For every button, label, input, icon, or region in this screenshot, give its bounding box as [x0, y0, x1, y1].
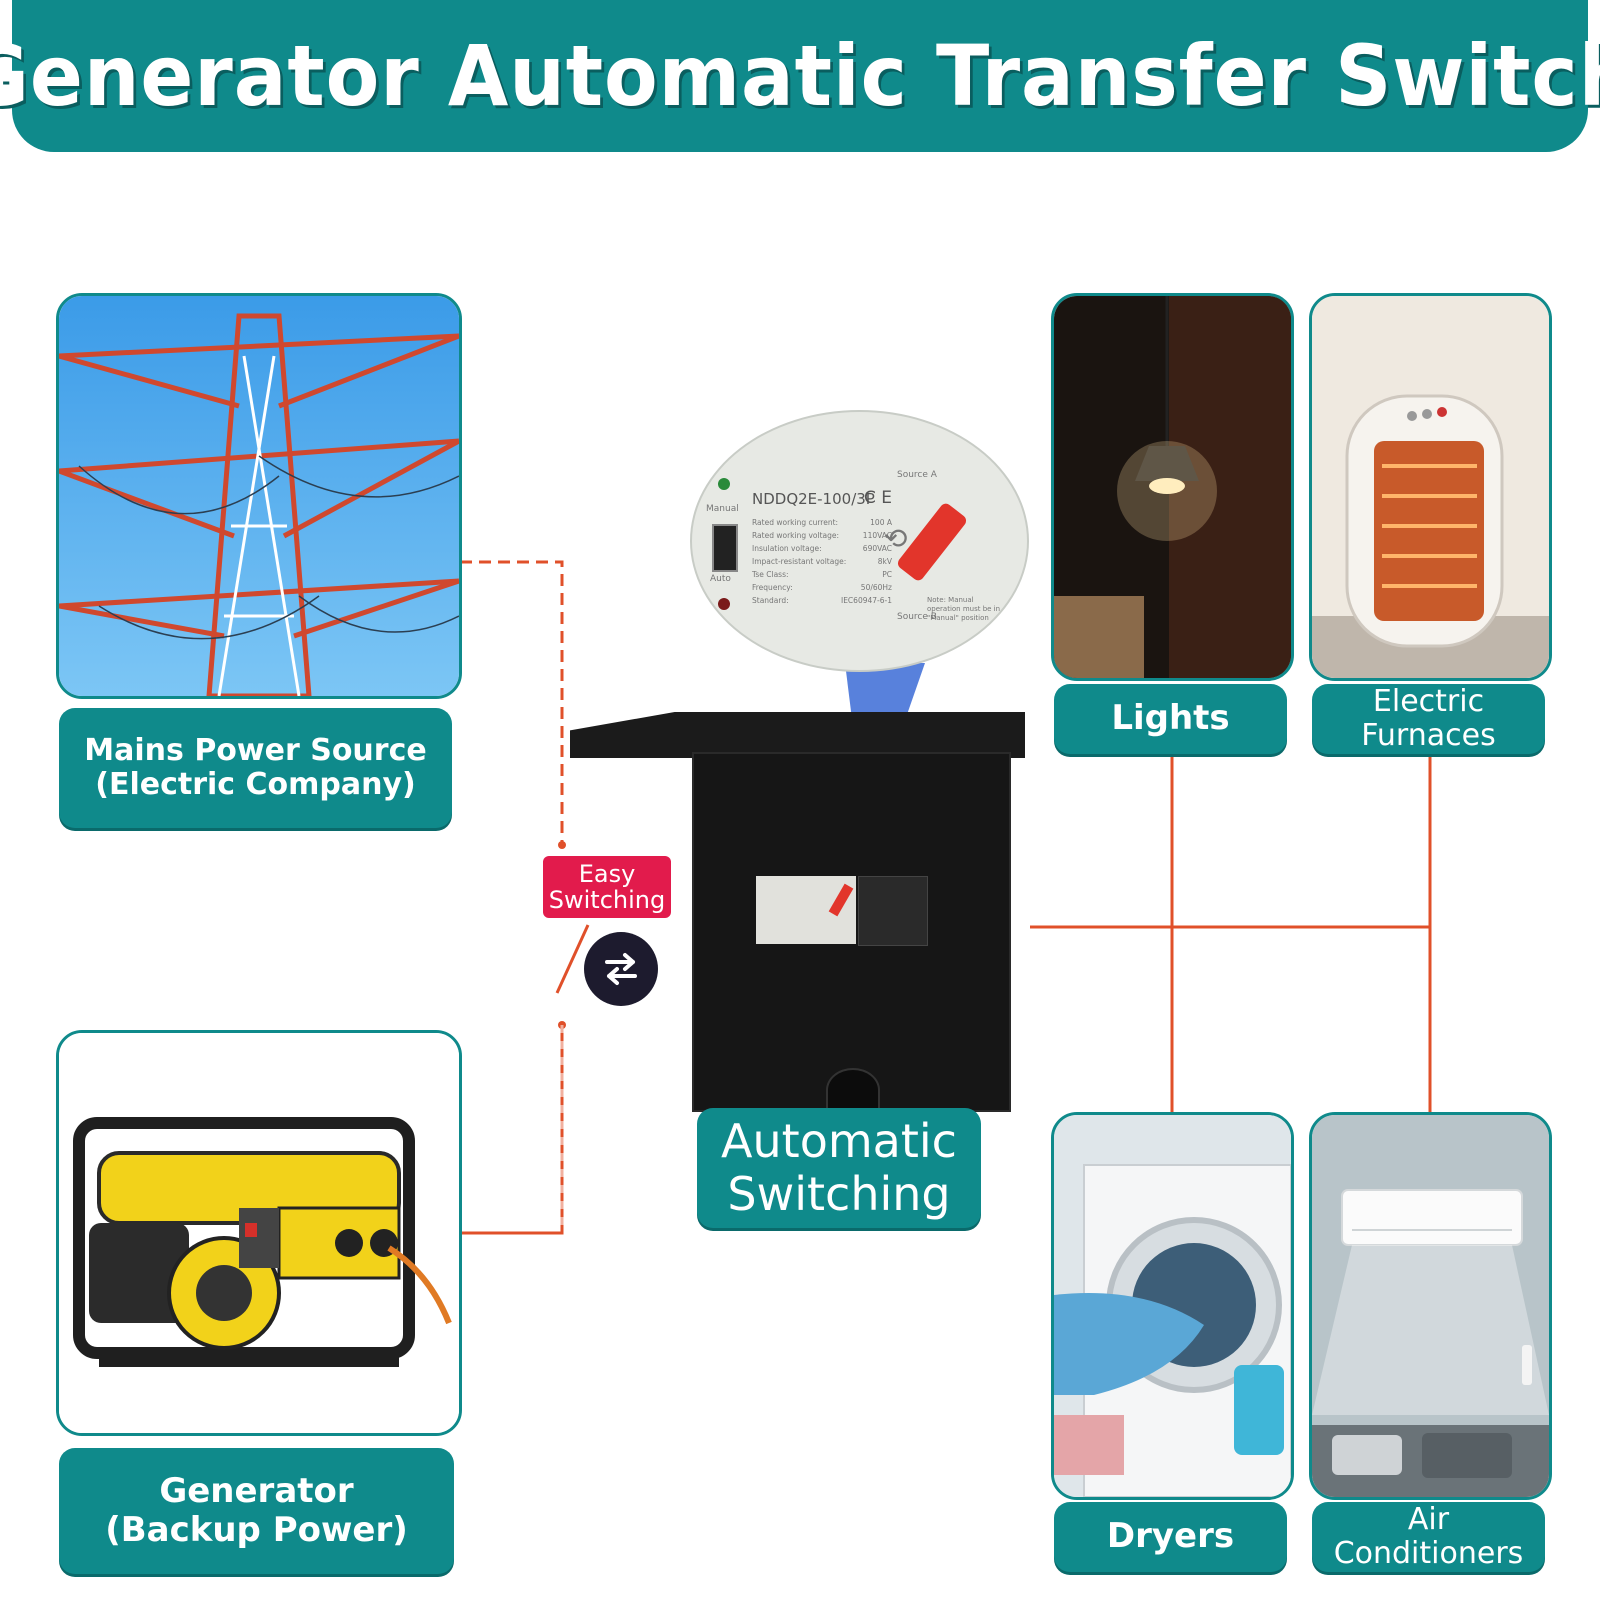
automatic-switching-label: Automatic Switching [697, 1108, 981, 1228]
center-label-line2: Switching [727, 1167, 951, 1221]
load-label-lights-text: Lights [1111, 698, 1230, 739]
cable-knockout [826, 1068, 880, 1112]
electric-furnace-photo [1309, 293, 1552, 681]
generator-label-line2: (Backup Power) [105, 1510, 408, 1550]
zoom-rotate-arrows-icon: ⟲ [884, 522, 908, 555]
easy-badge-line1: Easy [578, 859, 636, 888]
air-conditioner-image [1312, 1115, 1549, 1497]
title-banner: Generator Automatic Transfer Switch [0, 0, 1600, 152]
load-label-ac-line1: Air [1407, 1501, 1450, 1537]
switch-lever [555, 924, 590, 994]
center-label-line1: Automatic [721, 1114, 957, 1169]
load-label-lights: Lights [1054, 684, 1287, 754]
load-label-ac-line2: Conditioners [1333, 1536, 1524, 1571]
air-conditioner-photo [1309, 1112, 1552, 1500]
easy-switching-badge: Easy Switching [543, 856, 671, 918]
mains-label-line2: (Electric Company) [95, 767, 416, 802]
easy-badge-line2: Switching [548, 886, 666, 914]
spec-row: Rated working voltage:110VAC [752, 531, 892, 540]
spec-row: Insulation voltage:690VAC [752, 544, 892, 553]
mains-wire [460, 560, 564, 845]
load-label-dryers: Dryers [1054, 1502, 1287, 1572]
spec-row: Tse Class:PC [752, 570, 892, 579]
mains-label-line1: Mains Power Source [84, 732, 427, 768]
zoom-manual-label: Manual [706, 504, 739, 514]
mains-contact [558, 841, 566, 849]
breaker-module [756, 876, 856, 944]
spec-row: Rated working current:100 A [752, 518, 892, 527]
zoom-specs: Rated working current:100 A Rated workin… [752, 516, 892, 607]
generator-label: Generator (Backup Power) [59, 1448, 454, 1574]
spec-row: Standard:IEC60947-6-1 [752, 596, 892, 605]
zoom-ce-mark: C E [864, 488, 893, 508]
generator-label-line1: Generator [159, 1470, 354, 1511]
zoom-panel: NDDQ2E-100/3P C E Source A Source B Manu… [690, 410, 1029, 672]
zoom-indicator-red [718, 598, 730, 610]
load-label-furnaces-line2: Furnaces [1361, 718, 1496, 753]
zoom-source-b: Source B [897, 612, 937, 622]
box-rain-hood [570, 712, 1025, 758]
load-label-furnaces: Electric Furnaces [1312, 684, 1545, 754]
spec-row: Frequency:50/60Hz [752, 583, 892, 592]
generator-photo [56, 1030, 462, 1436]
page-title: Generator Automatic Transfer Switch [0, 27, 1600, 125]
zoom-model: NDDQ2E-100/3P [752, 490, 875, 508]
switch-arrows-icon [584, 932, 658, 1006]
dryer-photo [1051, 1112, 1294, 1500]
dryer-image [1054, 1115, 1291, 1497]
terminal-block [858, 876, 928, 946]
zoom-indicator-green [718, 478, 730, 490]
zoom-source-a: Source A [897, 470, 937, 480]
mains-label: Mains Power Source (Electric Company) [59, 708, 452, 828]
box-body [692, 752, 1011, 1112]
generator-wire [460, 1025, 564, 1235]
load-label-dryers-text: Dryers [1106, 1516, 1235, 1557]
load-label-air-conditioners: Air Conditioners [1312, 1502, 1545, 1572]
generator-image [59, 1033, 459, 1433]
zoom-auto-label: Auto [710, 574, 731, 584]
electric-furnace-image [1312, 296, 1549, 678]
transmission-tower-photo [56, 293, 462, 699]
load-label-furnaces-line1: Electric [1372, 683, 1485, 719]
zoom-note: Note: Manual operation must be in "Manua… [927, 596, 1001, 622]
lights-image [1054, 296, 1291, 678]
zoom-mode-switch [712, 524, 738, 572]
transfer-switch-box [570, 712, 1025, 1112]
lights-photo [1051, 293, 1294, 681]
spec-row: Impact-resistant voltage:8kV [752, 557, 892, 566]
transmission-tower-image [59, 296, 459, 696]
